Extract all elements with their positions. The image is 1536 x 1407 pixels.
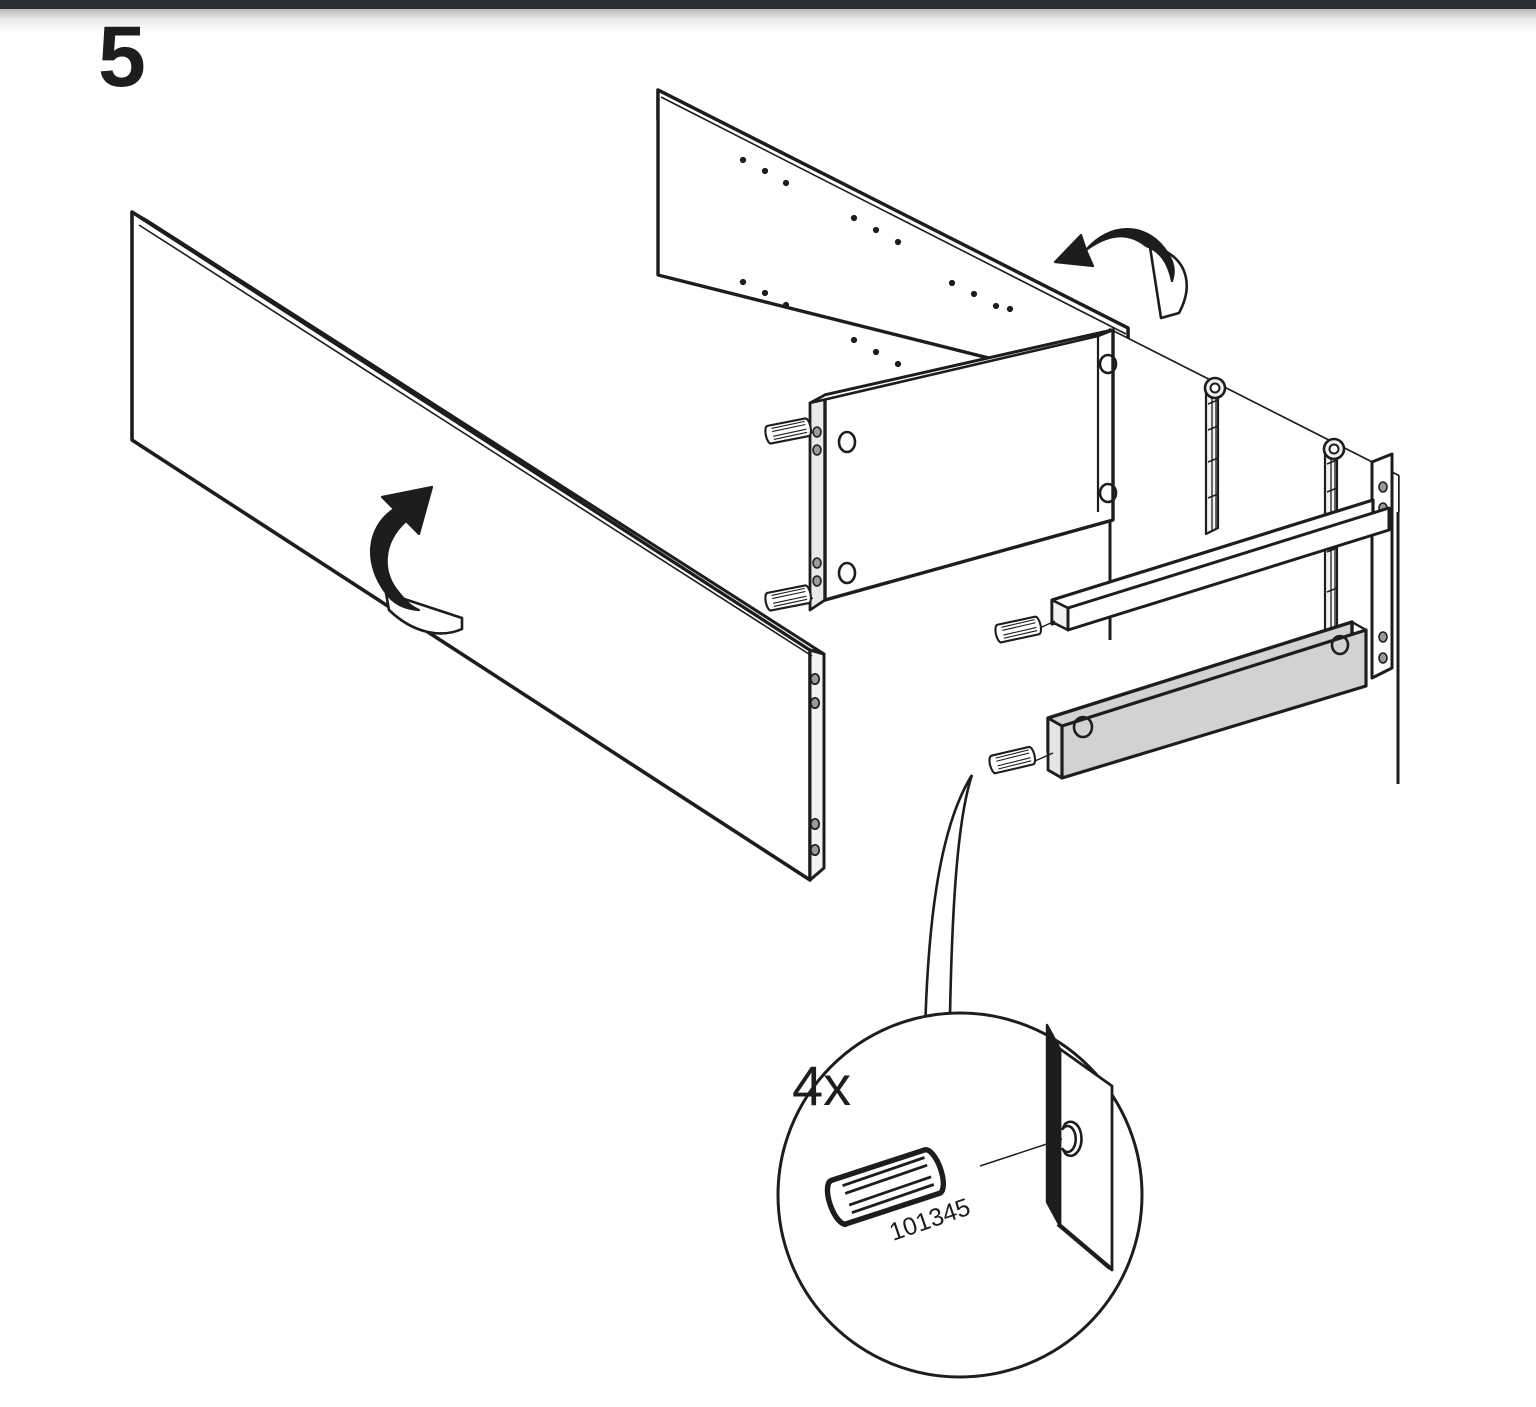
step-number: 5: [98, 9, 146, 105]
edge-holes: [812, 426, 822, 587]
drawer-runner-left: [1203, 376, 1227, 536]
bottom-front-rail: [1046, 620, 1368, 780]
rotate-front-rail-arrow: [369, 485, 464, 635]
dowel-headboard-top: [762, 416, 814, 446]
dowel-cross-slat: [992, 614, 1056, 645]
pilot-holes: [739, 156, 1014, 368]
frame-right-post: [1370, 452, 1394, 680]
rotate-back-panel-arrow: [1053, 228, 1188, 320]
dowel-bottom-rail: [986, 744, 1054, 776]
callout-leader: [923, 774, 974, 1036]
page-top-shadow: [0, 9, 1536, 35]
cross-slat: [1050, 498, 1391, 632]
quantity-label: 4x: [792, 1054, 851, 1117]
dowel-headboard-bottom: [762, 583, 814, 613]
front-side-rail: [130, 210, 826, 882]
cam-holes: [837, 353, 1118, 585]
callout-contents: [823, 1023, 1114, 1272]
headboard-panel: [808, 328, 1118, 612]
window-top-bar: [0, 0, 1536, 9]
rail-end-holes: [809, 672, 821, 857]
